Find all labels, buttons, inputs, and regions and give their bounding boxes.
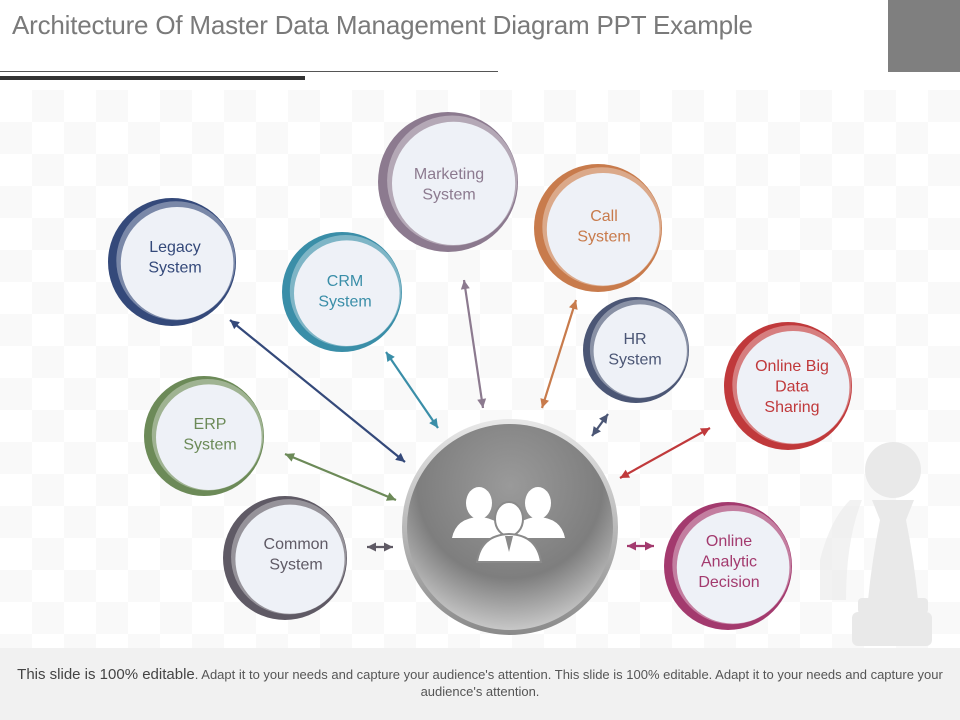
- connector-hr: [591, 413, 609, 437]
- connector-erp: [284, 452, 397, 502]
- connector-arrows: [229, 279, 711, 552]
- node-label-line: System: [148, 260, 201, 277]
- connector-bigdata: [619, 427, 711, 479]
- node-label-line: System: [318, 294, 371, 311]
- title-underline-thick: [0, 76, 305, 80]
- connector-analytic: [627, 541, 654, 551]
- footer-lead: This slide is 100% editable: [17, 666, 195, 683]
- connector-crm: [385, 351, 439, 429]
- node-label-line: Online Big: [755, 358, 829, 375]
- node-label-line: Decision: [698, 574, 759, 591]
- slide-title: Architecture Of Master Data Management D…: [12, 10, 753, 40]
- node-erp: ERP System: [144, 376, 264, 496]
- connector-marketing: [460, 279, 487, 409]
- node-label-line: Call: [590, 208, 618, 225]
- node-label-line: Online: [706, 533, 752, 550]
- node-label-line: System: [608, 352, 661, 369]
- title-underline-thin: [0, 71, 498, 72]
- node-label-line: CRM: [327, 273, 363, 290]
- node-label-line: ERP: [194, 416, 227, 433]
- node-label-crm: CRM System: [318, 273, 371, 311]
- people-group-icon: [452, 487, 565, 563]
- corner-accent-box: [888, 0, 960, 72]
- chess-pawn-decoration: [820, 442, 932, 646]
- hub-circle: [402, 419, 618, 635]
- node-label-line: System: [269, 557, 322, 574]
- footer-bar: [0, 648, 960, 720]
- connector-call: [540, 299, 578, 409]
- footer-text: This slide is 100% editable. Adapt it to…: [10, 666, 950, 700]
- node-label-line: Sharing: [764, 399, 819, 416]
- node-label-line: HR: [623, 331, 646, 348]
- node-label-line: Marketing: [414, 166, 484, 183]
- node-hr: HR System: [583, 297, 689, 403]
- node-label-line: System: [422, 187, 475, 204]
- node-label-erp: ERP System: [183, 416, 236, 454]
- connector-common: [367, 542, 393, 552]
- node-label-hr: HR System: [608, 331, 661, 369]
- node-label-line: Analytic: [701, 554, 757, 571]
- footer-rest: . Adapt it to your needs and capture you…: [194, 667, 943, 699]
- node-label-line: System: [183, 437, 236, 454]
- node-label-line: Data: [775, 379, 809, 396]
- node-label-line: Legacy: [149, 239, 201, 256]
- node-label-line: Common: [264, 536, 329, 553]
- connector-legacy: [229, 319, 406, 463]
- node-label-line: System: [577, 229, 630, 246]
- node-crm: CRM System: [282, 232, 402, 352]
